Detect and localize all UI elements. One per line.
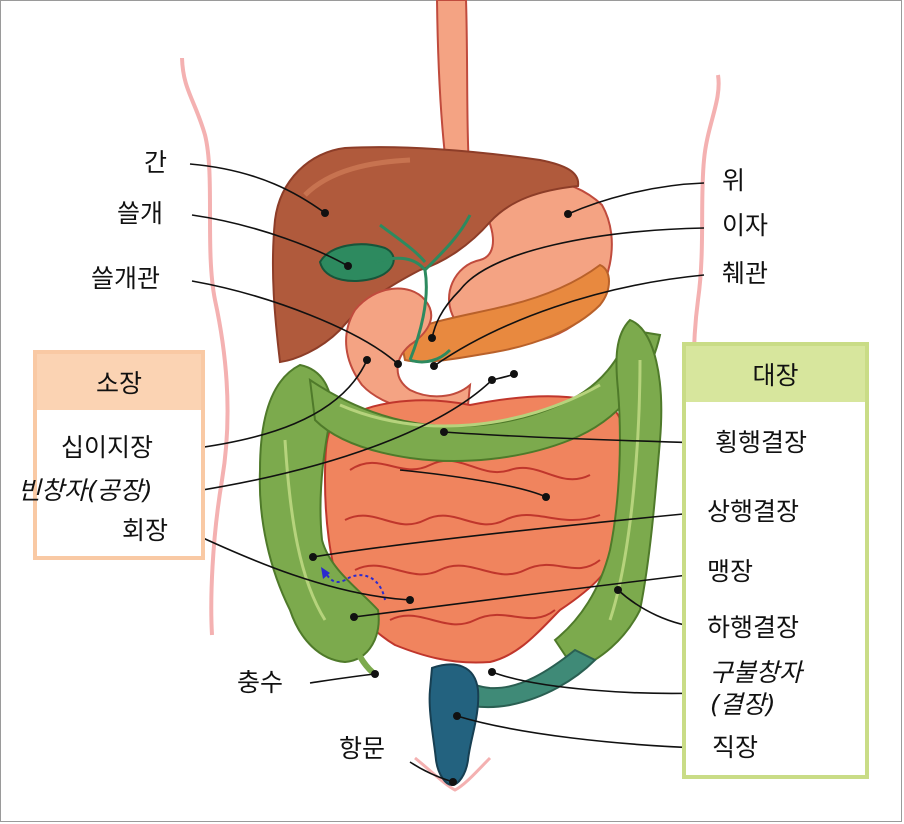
label-stomach: 위 — [722, 166, 746, 195]
label-pancreatic-duct: 췌관 — [722, 259, 769, 288]
small-intestine-header: 소장 — [37, 354, 201, 410]
leader-ascending — [312, 511, 705, 558]
leader-pancreatic-duct — [433, 274, 705, 367]
ileocecal-arrow — [324, 571, 386, 601]
label-descending-colon: 하행결장 — [707, 613, 800, 642]
leader-cecum — [353, 572, 705, 618]
small-intestine-folds — [344, 459, 601, 626]
small-intestine-box: 소장 — [33, 350, 205, 560]
liver-highlight — [303, 157, 411, 197]
leader-lines — [189, 163, 705, 783]
leader-pancreas — [431, 227, 705, 339]
leader-stomach — [567, 182, 705, 215]
anus-outline — [414, 756, 492, 792]
label-jejunum: 빈창자(공장) — [18, 476, 153, 505]
label-liver: 간 — [144, 148, 168, 177]
leader-dots — [309, 209, 622, 786]
label-rectum: 직장 — [712, 733, 759, 762]
leader-jejunum-loop — [399, 469, 547, 498]
label-bile-duct: 쓸개관 — [91, 264, 161, 293]
leader-rectum — [456, 715, 701, 749]
label-duodenum: 십이지장 — [61, 433, 154, 462]
label-anus: 항문 — [339, 734, 386, 763]
label-gallbladder: 쓸개 — [117, 199, 164, 228]
leader-ileum — [189, 531, 411, 601]
bile-duct — [374, 214, 472, 364]
large-intestine-box: 대장 — [682, 342, 869, 779]
pancreas — [398, 263, 610, 363]
label-transverse-colon: 횡행결장 — [715, 428, 808, 457]
leader-liver — [189, 163, 326, 214]
body-outline-left — [180, 57, 230, 636]
large-intestine-header: 대장 — [686, 346, 865, 402]
leader-gallbladder — [191, 214, 349, 267]
leader-bile-duct — [191, 280, 399, 365]
label-appendix: 충수 — [237, 668, 284, 697]
label-ileum: 회장 — [122, 516, 169, 545]
colon-band — [283, 359, 642, 621]
label-sigmoid-colon-1: 구불창자 — [710, 658, 803, 687]
label-cecum: 맹장 — [707, 557, 754, 586]
label-ascending-colon: 상행결장 — [707, 497, 800, 526]
leader-sigmoid — [491, 671, 701, 695]
ileocecal-arrowhead — [321, 567, 330, 579]
small-intestine-title: 소장 — [95, 369, 142, 398]
liver — [271, 146, 580, 364]
leader-duodenum — [189, 359, 368, 450]
large-intestine-title: 대장 — [752, 361, 799, 390]
gallbladder — [318, 243, 395, 282]
leader-appendix — [309, 673, 376, 684]
leader-jejunum — [189, 379, 493, 493]
leader-transverse — [443, 431, 705, 444]
label-pancreas: 이자 — [722, 211, 769, 240]
label-sigmoid-colon-2: (결장) — [710, 690, 776, 719]
rectum — [428, 663, 480, 787]
